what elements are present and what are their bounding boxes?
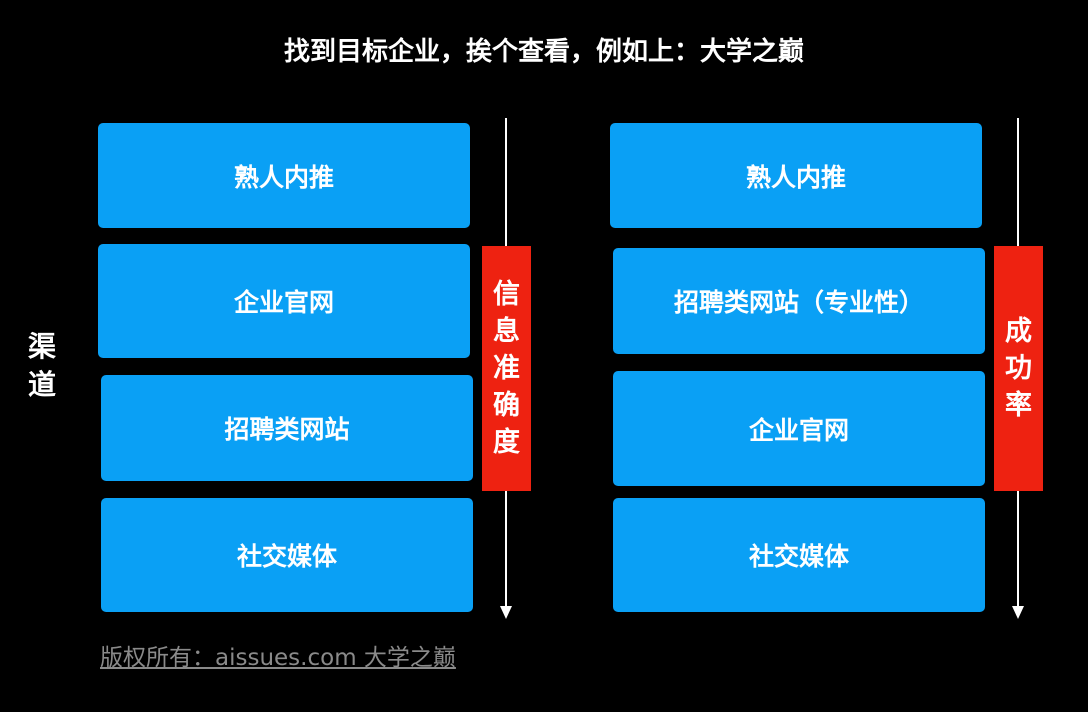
left-metric-badge: 信息准确度: [482, 246, 531, 491]
left-box-job-sites: 招聘类网站: [101, 375, 473, 481]
left-arrow-head-icon: [500, 606, 512, 619]
left-box-referral: 熟人内推: [98, 123, 470, 228]
right-box-referral: 熟人内推: [610, 123, 982, 228]
left-box-social-media: 社交媒体: [101, 498, 473, 612]
right-box-job-sites-pro: 招聘类网站（专业性）: [613, 248, 985, 354]
left-box-official-site: 企业官网: [98, 244, 470, 358]
right-box-official-site: 企业官网: [613, 371, 985, 486]
page-title: 找到目标企业，挨个查看，例如上：大学之巅: [283, 37, 804, 67]
left-metric-label: 信息准确度: [493, 279, 520, 458]
channel-label: 渠道: [27, 330, 56, 401]
right-metric-label: 成功率: [1005, 316, 1032, 421]
right-arrow-head-icon: [1012, 606, 1024, 619]
copyright-footer: 版权所有：aissues.com 大学之巅: [100, 645, 456, 671]
right-box-social-media: 社交媒体: [613, 498, 985, 612]
right-metric-badge: 成功率: [994, 246, 1043, 491]
